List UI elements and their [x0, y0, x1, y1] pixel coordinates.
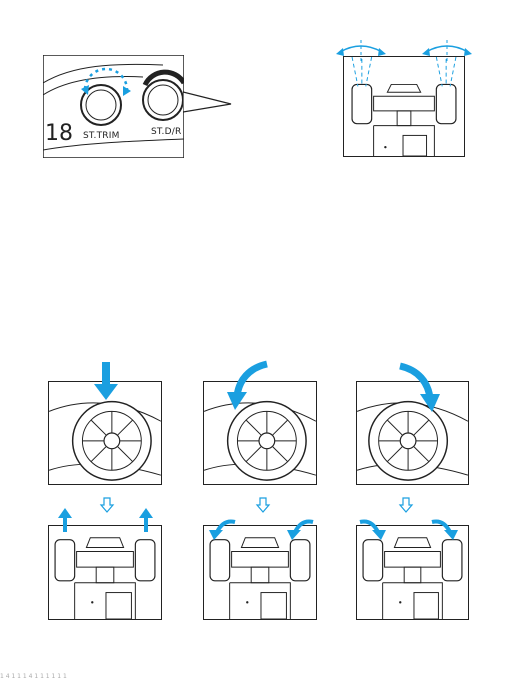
chassis-top-view: [344, 57, 464, 156]
wheel-alignment-panel: [343, 56, 465, 157]
right-wheel: [436, 84, 456, 123]
left-turn-arrows: [205, 514, 317, 540]
step-down-arrow-icon: [255, 497, 271, 513]
down-arrow-icon: [92, 362, 120, 402]
pointer-wedge: [183, 88, 233, 116]
channel-number: 18: [45, 121, 73, 146]
chassis-view-straight: [48, 525, 162, 620]
transmitter-trim-panel: 18 ST.TRIM ST.D/R: [43, 55, 184, 158]
curved-right-arrow-icon: [396, 362, 442, 414]
chassis-top-view: [49, 526, 161, 619]
st-trim-label: ST.TRIM: [83, 131, 120, 141]
st-dr-knob: [143, 80, 183, 120]
step-down-arrow-icon: [398, 497, 414, 513]
right-turn-arrows: [356, 514, 468, 540]
straight-wheel-arrows: [55, 506, 155, 534]
alignment-arcs: [330, 38, 480, 62]
page-footer: 1 4 1 1 1 4 1 1 1 1 1 1: [0, 673, 511, 681]
left-wheel: [352, 84, 372, 123]
st-dr-label: ST.D/R: [151, 127, 181, 137]
curved-left-arrow-icon: [225, 360, 271, 412]
